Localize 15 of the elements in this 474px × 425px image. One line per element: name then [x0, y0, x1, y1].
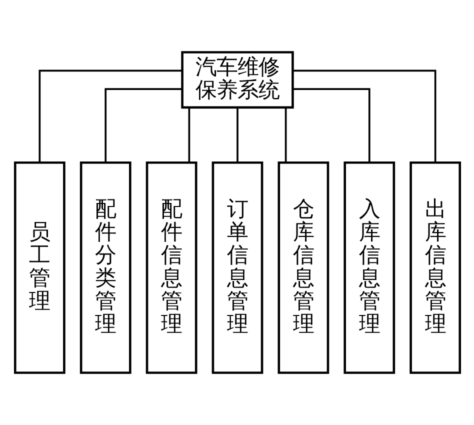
connector [292, 70, 436, 162]
node-box: 仓库信息管理 [277, 162, 329, 374]
connector [236, 108, 238, 162]
node-box: 员工管理 [13, 162, 65, 374]
node-box: 配件信息管理 [145, 162, 197, 374]
connector [292, 88, 370, 162]
node-box: 配件分类管理 [79, 162, 131, 374]
connector [188, 108, 190, 162]
node-box: 订单信息管理 [211, 162, 263, 374]
node-box: 出库信息管理 [409, 162, 461, 374]
connector [104, 88, 182, 162]
connector [284, 108, 286, 162]
node-box: 入库信息管理 [343, 162, 395, 374]
node-box: 汽车维修保养系统 [180, 51, 294, 109]
connector [38, 70, 182, 162]
